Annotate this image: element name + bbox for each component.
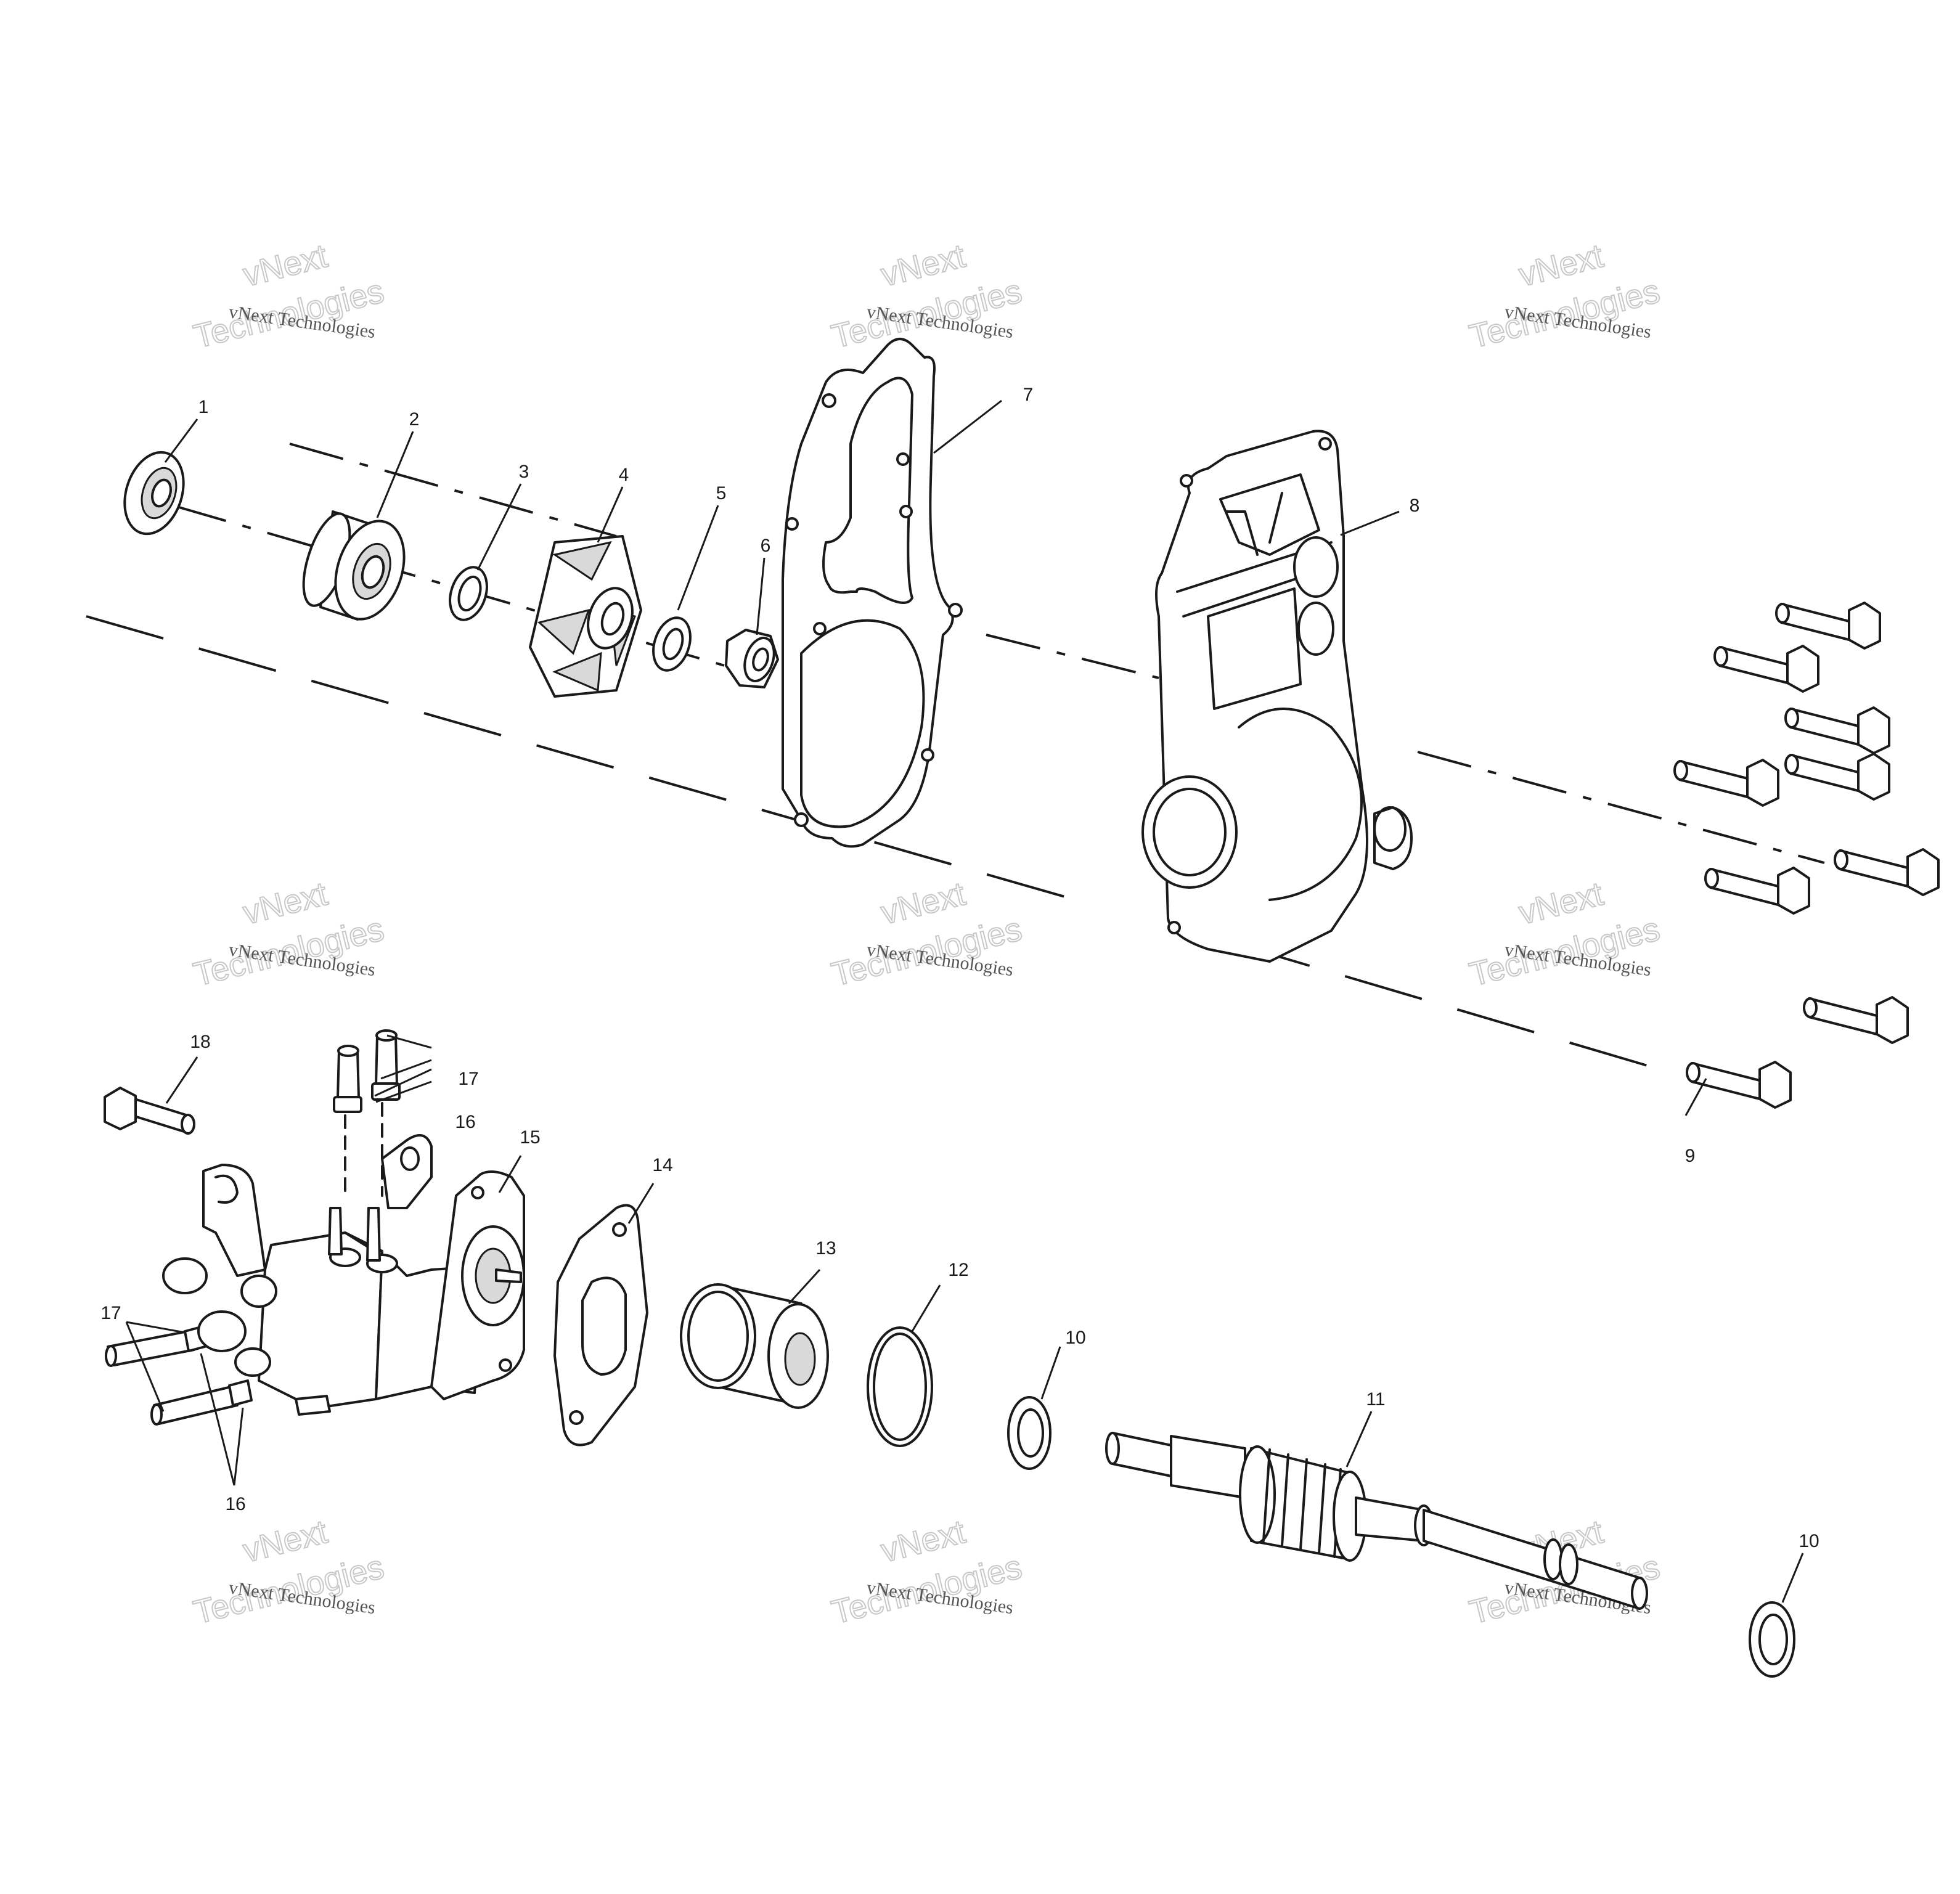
- part-3-washer: [449, 566, 488, 621]
- part-14-gasket: [553, 1204, 648, 1447]
- part-18-bolt: [104, 1087, 195, 1135]
- part-7-gasket: [782, 338, 963, 848]
- part-9-bolts: [1673, 602, 1940, 1109]
- watermark-big-1: vNext: [239, 1513, 330, 1570]
- watermark: vNext Technologies vNext Technologies: [1465, 875, 1664, 994]
- callout-12: 12: [948, 1260, 968, 1280]
- callout-9: 9: [1685, 1146, 1696, 1166]
- callout-1: 1: [198, 397, 209, 417]
- callout-11: 11: [1366, 1389, 1385, 1410]
- callout-15: 15: [520, 1127, 540, 1148]
- callout-3: 3: [519, 462, 529, 482]
- watermark-big-1: vNext: [1515, 237, 1606, 294]
- assembly-axis-bolts: [1417, 751, 1825, 864]
- watermark-big-1: vNext: [1515, 875, 1606, 932]
- part-13-bushing: [680, 1283, 829, 1409]
- callout-13: 13: [815, 1238, 836, 1259]
- bolt: [1784, 753, 1890, 801]
- bolt: [1775, 602, 1881, 650]
- watermark: vNext Technologies vNext Technologies: [189, 1512, 388, 1632]
- bolt: [1803, 996, 1909, 1044]
- watermark: vNext Technologies vNext Technologies: [827, 237, 1026, 356]
- callout-16b: 16: [225, 1494, 245, 1514]
- watermark: vNext Technologies vNext Technologies: [827, 875, 1026, 994]
- part-10-washer-b: [1749, 1601, 1795, 1678]
- callout-10b: 10: [1799, 1531, 1819, 1551]
- part-4-impeller: [529, 535, 642, 698]
- watermark: vNext Technologies vNext Technologies: [189, 875, 388, 994]
- callout-4: 4: [619, 465, 629, 485]
- part-11-drive-shaft: [1105, 1432, 1648, 1610]
- callout-7: 7: [1023, 385, 1034, 405]
- bolt: [1784, 706, 1890, 754]
- part-2-bearing: [302, 510, 406, 621]
- part-8-cover: [1141, 430, 1413, 963]
- assembly-axis-bolt-9: [1232, 942, 1671, 1074]
- callout-2: 2: [409, 409, 420, 430]
- callout-10a: 10: [1065, 1328, 1085, 1348]
- bolt: [1686, 1061, 1792, 1109]
- leader-lines: [125, 399, 1804, 1603]
- callout-17a: 17: [458, 1069, 478, 1089]
- callout-14: 14: [652, 1155, 672, 1175]
- part-1-seal: [123, 451, 185, 536]
- bolt: [1834, 848, 1940, 896]
- watermark-big-1: vNext: [877, 237, 968, 294]
- bolt: [1704, 867, 1810, 915]
- watermark-big-1: vNext: [877, 1513, 968, 1570]
- watermark-big-1: vNext: [877, 875, 968, 932]
- callout-16a: 16: [455, 1112, 475, 1132]
- assembly-axis-middle: [986, 634, 1159, 679]
- part-5-washer: [652, 616, 692, 672]
- callout-17b: 17: [100, 1303, 121, 1323]
- callout-6: 6: [761, 536, 771, 556]
- callout-5: 5: [716, 483, 727, 504]
- part-6-nut: [725, 629, 779, 688]
- callout-8: 8: [1410, 496, 1420, 516]
- callout-numbers: 1 2 3 4 5 6 7 8 9 10 10 11 12 13 14 15 1…: [100, 385, 1819, 1551]
- bolt: [1713, 645, 1819, 693]
- watermark: vNext Technologies vNext Technologies: [189, 237, 388, 356]
- watermark: vNext Technologies vNext Technologies: [827, 1512, 1026, 1632]
- watermark: vNext Technologies vNext Technologies: [1465, 237, 1664, 356]
- callout-18: 18: [190, 1032, 210, 1052]
- watermark-big-1: vNext: [239, 237, 330, 294]
- part-10-washer-a: [1007, 1396, 1051, 1470]
- assembly-axis-lower: [86, 615, 1098, 907]
- bolt: [1673, 759, 1779, 807]
- part-15-oil-pump: [162, 1134, 525, 1416]
- part-12-o-ring: [867, 1326, 933, 1447]
- part-17-hose-fittings: [105, 1029, 398, 1426]
- watermark-big-1: vNext: [239, 875, 330, 932]
